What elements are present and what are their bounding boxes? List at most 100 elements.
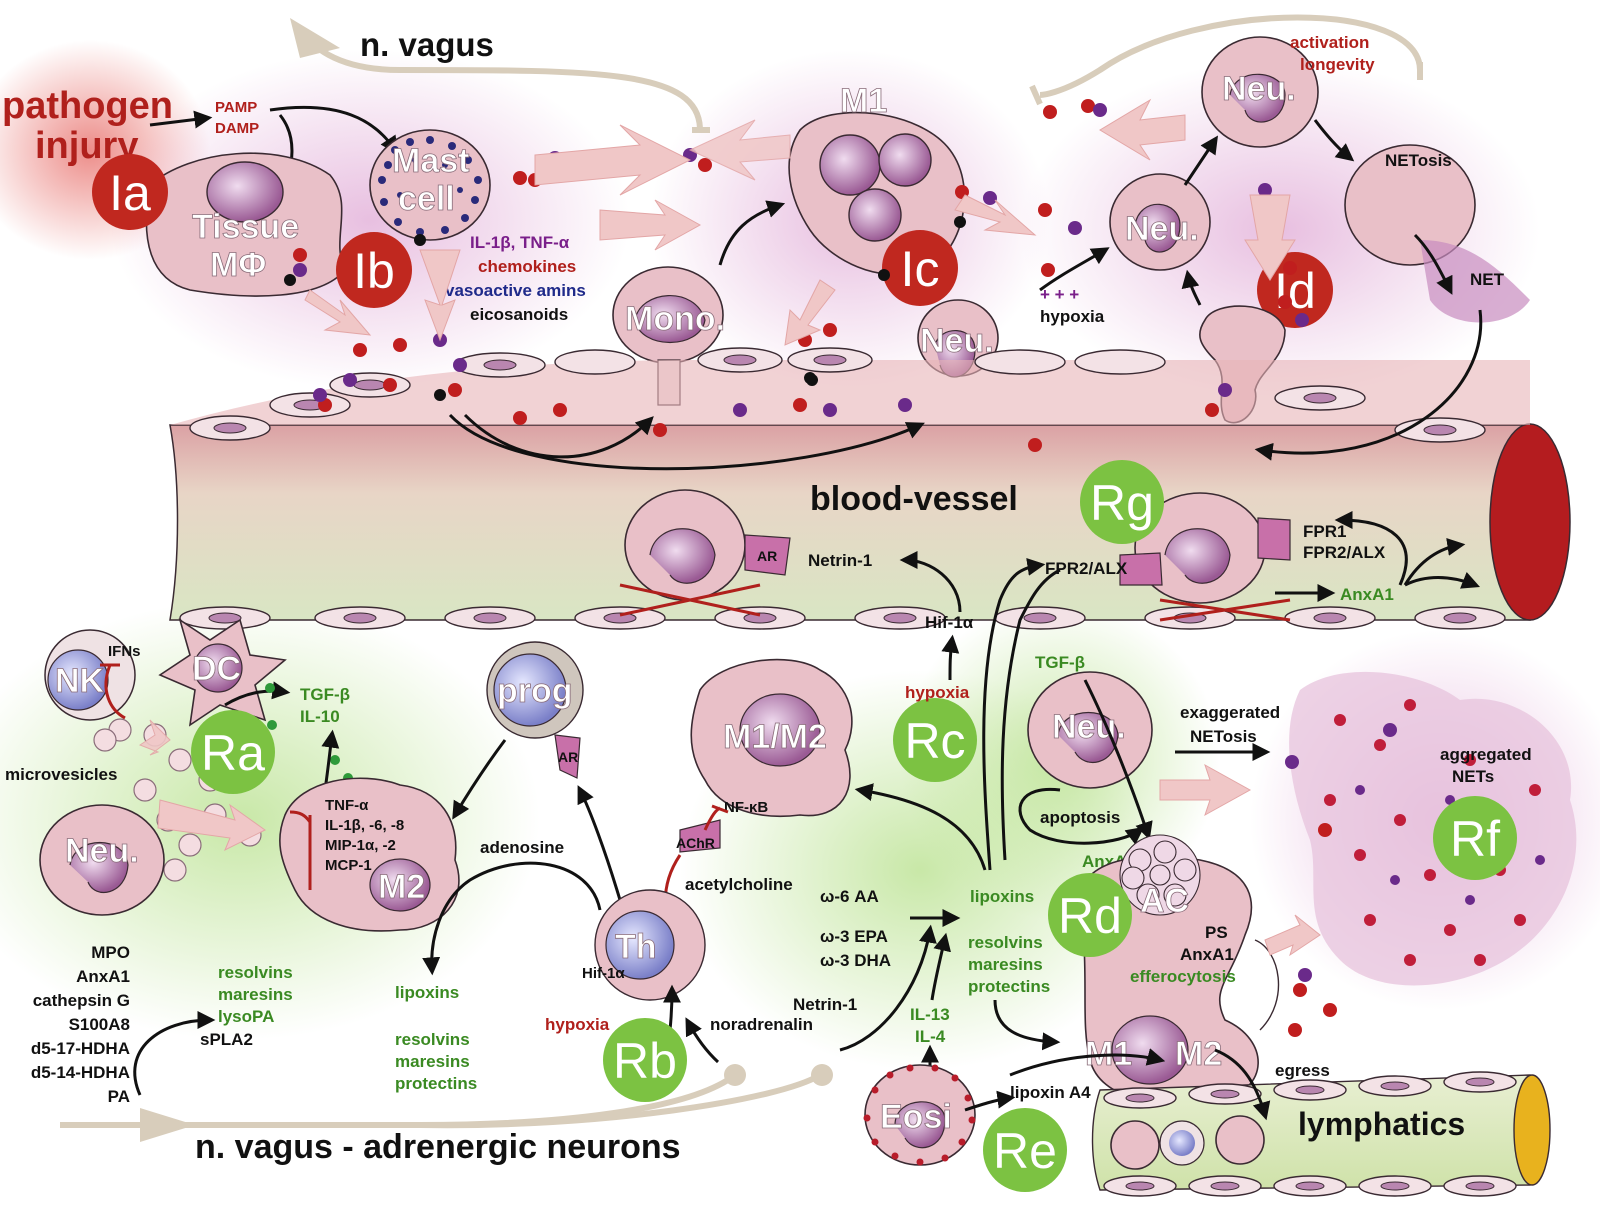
ac-label: AC [1140,882,1189,920]
pamp-label: PAMP [215,99,257,116]
vessel-neutrophil-fpr [1119,492,1291,622]
eosi-label: Eosi [880,1098,952,1136]
badge-ib: Ib [336,232,412,308]
fpr-left-label: FPR2/ALX [1045,559,1128,578]
lipoxins-mid-label: lipoxins [395,983,459,1002]
nfkb-label: NF-κB [724,799,768,816]
hypoxia-c-label: hypoxia [905,683,970,702]
aggregated-nets: aggregated NETs [1289,671,1577,986]
omega3-dha-label: ω-3 DHA [820,951,891,970]
anxa1-ps-label: AnxA1 [1180,945,1234,964]
hif-to-netrin-arrow [899,551,962,613]
nk-label: NK [55,662,105,700]
mediator-dots [284,99,1397,1037]
hypoxia-to-hif-arrow [941,634,960,681]
neutrophil-lower-left: Neu. [39,804,165,916]
resolvins-mid-2: maresins [395,1052,470,1071]
anxa1-out-arrow-2 [1404,571,1481,589]
lymphatics-label: lymphatics [1298,1106,1465,1142]
egress-label: egress [1275,1061,1330,1080]
vessel-label: blood-vessel [810,480,1018,518]
m1m2-macrophage: M1/M2 NF-κB AChR [676,658,853,853]
lipoxin-a4-label: lipoxin A4 [1010,1083,1091,1102]
badge-ra: Ra [191,710,275,794]
svg-text:Re: Re [993,1123,1057,1179]
prog-to-m2-arrow [452,739,507,820]
exaggerated-label: exaggerated [1180,703,1280,722]
longevity-label: longevity [1300,55,1375,74]
badge-ic: Ic [882,230,958,306]
noradrenalin-arrow [685,1017,720,1064]
nk-cell: NK [44,629,136,721]
hypoxia-top-label: hypoxia [1040,307,1105,326]
svg-text:d5-14-HDHA: d5-14-HDHA [31,1063,130,1082]
svg-text:Ib: Ib [353,243,395,299]
mediator-chemokines: chemokines [478,257,576,276]
anxa1-out-arrow-1 [1403,537,1466,586]
lipoxins-r-label: lipoxins [970,887,1034,906]
hypoxia-marks: + + + [1040,285,1079,304]
anxa1-vessel-label: AnxA1 [1340,585,1394,604]
resolvins-mid-3: protectins [395,1074,477,1093]
acetylcholine-label: acetylcholine [685,875,793,894]
cytokine-il1: IL-1β, -6, -8 [325,817,404,834]
omega3-epa-label: ω-3 EPA [820,927,888,946]
aggregated-label: aggregated [1440,745,1532,764]
mast-cell: Mast cell [369,129,491,241]
damp-label: DAMP [215,120,259,137]
il13-label: IL-13 [910,1005,950,1024]
resolvins-r-3: protectins [968,977,1050,996]
vagus-top-label: n. vagus [360,26,494,63]
dc-to-tgf-arrow [224,681,291,707]
trans-to-neu-arrow [1181,269,1202,306]
cytokine-tnf: TNF-α [325,797,369,814]
svg-text:PA: PA [108,1087,130,1106]
neu-label-rd: Neu. [1052,708,1126,746]
neutrophil-products-list: MPO AnxA1 cathepsin G S100A8 d5-17-HDHA … [31,943,130,1106]
resolvins-r-1: resolvins [968,933,1043,952]
tgf-to-ac-arrow [1083,679,1153,841]
resolvins-left-1: resolvins [218,963,293,982]
svg-text:d5-17-HDHA: d5-17-HDHA [31,1039,130,1058]
vessel-neutrophil-ar: AR [619,489,791,617]
hif-vessel-label: Hif-1α [925,613,974,632]
neutrophil-rd: Neu. [1027,671,1153,789]
lipoxin-a4-arrow [1009,1048,1166,1077]
il4-label: IL-4 [915,1027,946,1046]
t-helper-cell: Th [594,889,706,1001]
hypoxia-b-label: hypoxia [545,1015,610,1034]
neu-label-mid: Neu. [1125,210,1199,248]
apoptosis-label: apoptosis [1040,808,1120,827]
aggregated-nets-label: NETs [1452,767,1494,786]
dc-label: DC [192,650,241,688]
badge-rg: Rg [1080,460,1164,544]
resolvins-left-3: lysoPA [218,1007,274,1026]
tissue-macrophage: Tissue MΦ [145,152,346,297]
neu-label-top: Neu. [1222,70,1296,108]
svg-text:Rf: Rf [1450,811,1500,867]
svg-text:Ia: Ia [109,165,151,221]
th-label: Th [615,928,657,966]
il10-left-label: IL-10 [300,707,340,726]
netrin-b-label: Netrin-1 [793,995,857,1014]
m2-macrophage: M2 [279,777,460,932]
svg-text:Rd: Rd [1058,888,1122,944]
th-to-prog-arrow [577,785,622,901]
netosis-label: NETosis [1385,151,1452,170]
neutrophil-ic: Neu. [917,299,999,378]
macrophage-label: MΦ [210,246,266,284]
svg-text:Ic: Ic [901,241,940,297]
badge-rf: Rf [1433,796,1517,880]
neutrophil-top: Neu. [1201,36,1319,148]
badge-rc: Rc [893,698,977,782]
neutrophil-mid: Neu. [1109,173,1211,271]
noradrenalin-label: noradrenalin [710,1015,813,1034]
ar-label: AR [757,548,777,564]
pamp-to-mast-arrow [269,105,398,155]
mediator-il1b: IL-1β, TNF-α [470,233,570,252]
exaggerated-netosis-label: NETosis [1190,727,1257,746]
eosinophil: Eosi [863,1064,976,1166]
netrin-vessel-label: Netrin-1 [808,551,872,570]
adenosine-label: adenosine [480,838,564,857]
badge-rd: Rd [1048,873,1132,957]
